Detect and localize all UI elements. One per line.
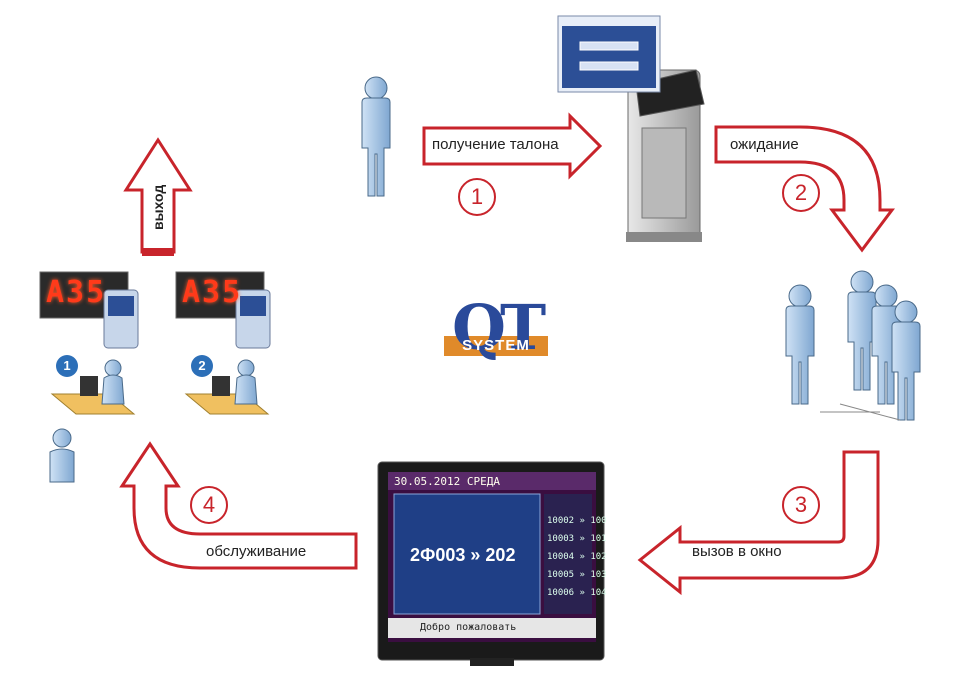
arrow-step2 (714, 125, 895, 253)
kiosk-screen-popup (557, 15, 661, 93)
waiting-crowd (785, 270, 921, 421)
step2-number: 2 (782, 174, 820, 212)
display-row: 10002 » 100 (547, 516, 607, 526)
exit-label: выход (150, 184, 166, 230)
arrow-step4 (119, 441, 358, 570)
counter1-led: А35 (46, 275, 107, 310)
arrow-step3 (637, 450, 880, 596)
display-header: 30.05.2012 СРЕДА (394, 475, 500, 488)
step3-label: вызов в окно (692, 543, 782, 560)
display-call: 2Ф003 » 202 (410, 545, 516, 565)
display-ticker: Добро пожаловать (420, 622, 517, 633)
arrow-exit (123, 137, 193, 254)
display-row: 10006 » 104 (547, 588, 607, 598)
step4-number: 4 (190, 486, 228, 524)
logo-letters: QT (452, 291, 546, 364)
display-row: 10004 » 102 (547, 552, 607, 562)
step3-number: 3 (782, 486, 820, 524)
display-board (377, 461, 605, 666)
counter2-badge: 2 (198, 358, 206, 373)
service-desk-2 (175, 271, 271, 415)
step2-label: ожидание (730, 136, 799, 153)
display-row: 10003 » 101 (547, 534, 607, 544)
step4-label: обслуживание (206, 543, 307, 560)
logo-word: SYSTEM (462, 337, 530, 354)
service-desk-1 (39, 271, 139, 483)
exit-bar (142, 248, 174, 256)
display-row: 10005 » 103 (547, 570, 607, 580)
step1-label: получение талона (432, 136, 559, 153)
arrow-step1 (422, 112, 603, 180)
counter1-badge: 1 (63, 358, 71, 373)
counter2-led: А35 (182, 275, 243, 310)
client-figure (361, 76, 391, 197)
kiosk-terminal (626, 69, 705, 242)
qt-logo (444, 336, 548, 356)
step1-number: 1 (458, 178, 496, 216)
